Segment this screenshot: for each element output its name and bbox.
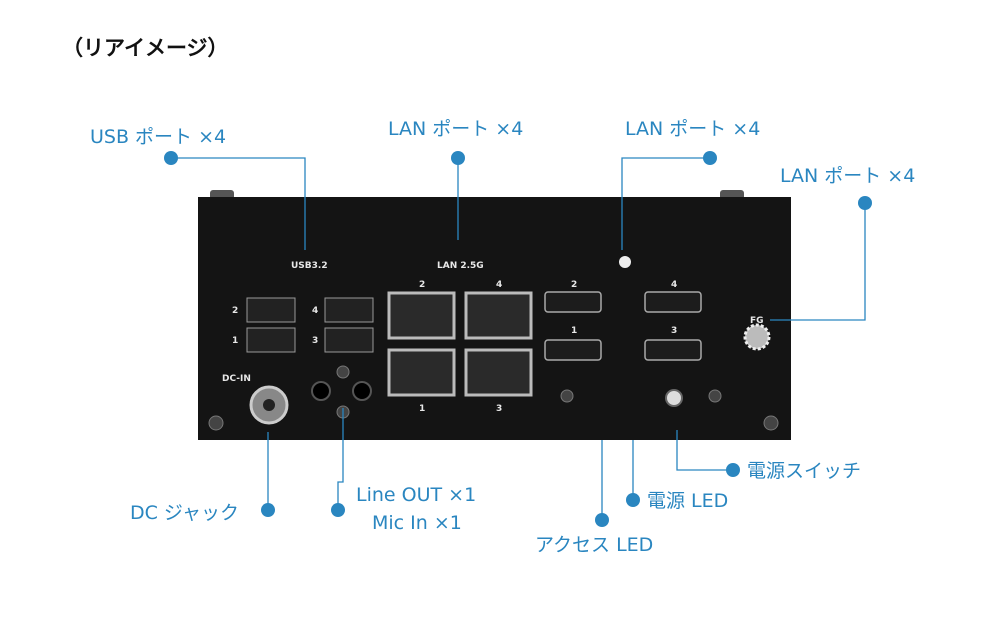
usb-ports [246, 297, 374, 353]
callout-power-switch: 電源スイッチ [747, 460, 861, 482]
callout-usb: USB ポート ×4 [90, 126, 226, 148]
lan-num: 4 [496, 280, 502, 290]
display-num: 4 [671, 280, 677, 290]
lan-num: 1 [419, 404, 425, 414]
fg-label: FG [750, 316, 764, 326]
callout-lan: LAN ポート ×4 [388, 118, 523, 140]
usb-label: USB3.2 [291, 261, 328, 271]
display-num: 3 [671, 326, 677, 336]
callout-access-led: アクセス LED [535, 534, 653, 556]
lan-label: LAN 2.5G [437, 261, 484, 271]
usb-num: 1 [232, 336, 238, 346]
callout-fg: LAN ポート ×4 [780, 165, 915, 187]
lan-ports [387, 291, 533, 397]
usb-num: 3 [312, 336, 318, 346]
callout-dots [164, 151, 872, 527]
usb-num: 4 [312, 306, 318, 316]
callout-dc: DC ジャック [130, 502, 239, 524]
page-title: （リアイメージ） [62, 36, 229, 60]
fg-terminal [743, 323, 771, 351]
display-ports [544, 291, 702, 361]
callout-power-led: 電源 LED [647, 490, 728, 512]
power-switch [665, 389, 683, 407]
leader-lines [171, 157, 866, 520]
lan-num: 2 [419, 280, 425, 290]
callout-display: LAN ポート ×4 [625, 118, 760, 140]
dc-label: DC-IN [222, 374, 251, 384]
line-out-jack [311, 381, 331, 401]
device-rear-panel: USB3.2 LAN 2.5G DC-IN FG 2 1 4 3 2 4 1 3… [198, 190, 791, 440]
display-num: 2 [571, 280, 577, 290]
lan-num: 3 [496, 404, 502, 414]
callout-audio-mic-in: Mic In ×1 [372, 512, 462, 534]
usb-num: 2 [232, 306, 238, 316]
mic-in-jack [352, 381, 372, 401]
display-num: 1 [571, 326, 577, 336]
display-icon [619, 256, 631, 268]
callout-audio-line-out: Line OUT ×1 [356, 484, 476, 506]
